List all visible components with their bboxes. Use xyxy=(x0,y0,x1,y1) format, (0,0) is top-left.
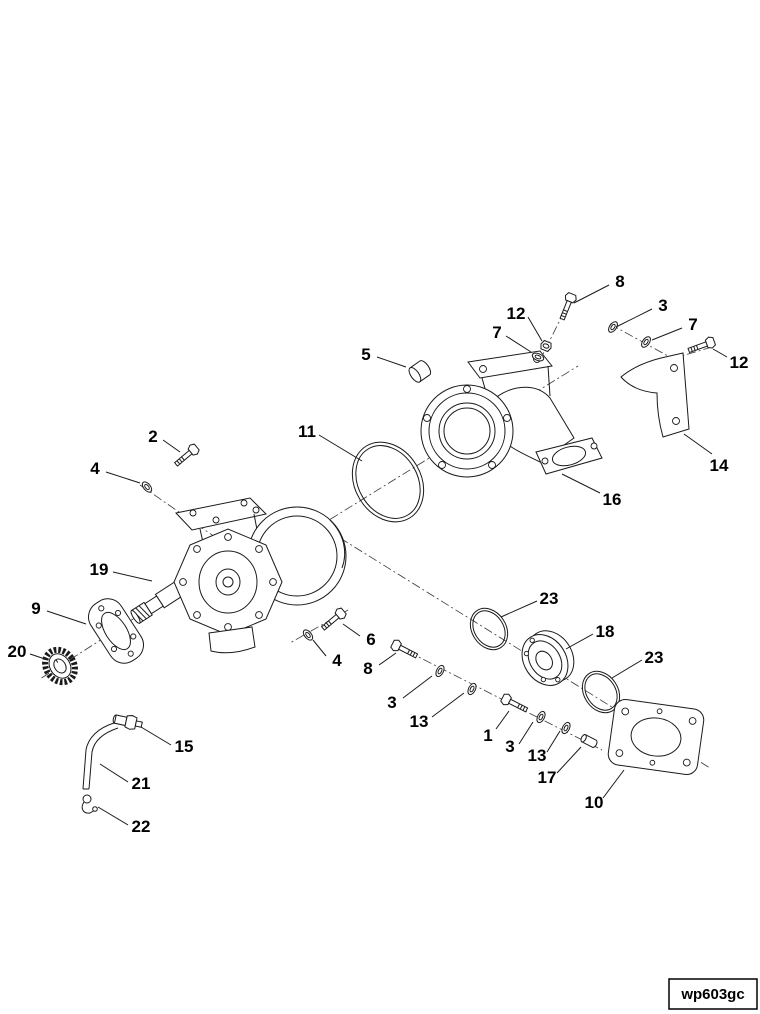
callout-20: 23 xyxy=(645,648,664,667)
callout-18: 4 xyxy=(332,651,342,670)
part-pipe xyxy=(82,722,119,790)
leader-line xyxy=(651,327,683,341)
leader-line xyxy=(376,356,407,368)
callout-19: 8 xyxy=(363,659,372,678)
callout-21: 3 xyxy=(387,693,396,712)
callout-2: 12 xyxy=(507,304,526,323)
part-shaft-gasket xyxy=(88,598,144,664)
part-washer-13-rear xyxy=(559,720,573,736)
callout-1: 3 xyxy=(658,296,667,315)
part-bolt-6 xyxy=(318,606,348,634)
leader-line xyxy=(378,652,397,666)
part-drive-gear xyxy=(42,646,78,686)
part-plug xyxy=(408,360,432,383)
leader-line xyxy=(318,434,363,462)
leader-line xyxy=(518,721,534,745)
leader-line xyxy=(546,730,561,753)
callout-25: 3 xyxy=(505,737,514,756)
leader-line xyxy=(342,623,361,637)
part-washer-7-right xyxy=(639,334,653,350)
callout-labels: 8 3 12 7 7 12 5 14 2 11 4 16 19 9 23 20 … xyxy=(8,272,749,836)
callout-10: 4 xyxy=(90,459,100,478)
leader-line xyxy=(112,571,153,582)
leader-line xyxy=(683,433,713,455)
leader-line xyxy=(402,675,433,699)
drawing-code-text: wp603gc xyxy=(680,986,744,1003)
leader-line xyxy=(105,471,141,484)
part-bolt-8-mid xyxy=(389,637,420,662)
part-washer-3-mid xyxy=(433,663,447,679)
callout-12: 19 xyxy=(90,560,109,579)
part-bolt-1 xyxy=(499,691,530,716)
part-washer-4-left xyxy=(140,479,154,495)
callout-13: 9 xyxy=(31,599,40,618)
drawing-code-border xyxy=(668,978,758,1010)
part-fitting xyxy=(112,714,143,730)
callout-6: 5 xyxy=(361,345,370,364)
part-bracket xyxy=(620,352,690,438)
parts-layer xyxy=(42,291,717,814)
leader-line xyxy=(99,763,129,783)
part-outlet-housing xyxy=(420,350,603,478)
leader-line xyxy=(565,633,594,650)
part-gasket-plate xyxy=(607,698,705,776)
centerline-axes xyxy=(39,295,713,769)
leader-line xyxy=(611,659,643,679)
leader-line xyxy=(561,473,601,494)
axis-top-fasteners-right xyxy=(609,323,669,357)
callout-7: 14 xyxy=(710,456,729,475)
leader-line xyxy=(505,335,532,353)
callout-17: 6 xyxy=(366,630,375,649)
callout-14: 23 xyxy=(540,589,559,608)
part-washer-13-mid xyxy=(465,681,479,697)
callout-23: 1 xyxy=(483,726,492,745)
leader-line xyxy=(140,726,172,746)
leader-line xyxy=(46,610,87,625)
leader-line xyxy=(29,653,49,661)
callout-5: 12 xyxy=(730,353,749,372)
leader-line xyxy=(556,746,582,774)
callout-28: 21 xyxy=(132,774,151,793)
part-oring-small-front xyxy=(462,600,516,658)
callout-30: 22 xyxy=(132,817,151,836)
leader-line xyxy=(312,639,327,657)
callout-15: 20 xyxy=(8,642,27,661)
part-bolt-8-top xyxy=(556,291,579,322)
callout-0: 8 xyxy=(615,272,624,291)
leader-line xyxy=(573,284,610,304)
callout-16: 18 xyxy=(596,622,615,641)
part-bolt-2 xyxy=(171,442,201,470)
callout-11: 16 xyxy=(603,490,622,509)
callout-27: 17 xyxy=(538,768,557,787)
leader-line xyxy=(431,692,465,718)
part-stud-17 xyxy=(579,733,599,749)
leader-line xyxy=(602,769,625,799)
leader-line xyxy=(500,600,538,618)
callout-29: 10 xyxy=(585,793,604,812)
callout-4: 7 xyxy=(688,315,697,334)
part-washer-3-top xyxy=(606,319,620,335)
leader-line xyxy=(615,308,653,328)
part-water-pump-body xyxy=(173,497,347,654)
callout-22: 13 xyxy=(410,712,429,731)
part-oring-large xyxy=(351,441,425,523)
leader-line xyxy=(712,348,728,358)
callout-3: 7 xyxy=(492,323,501,342)
leader-line xyxy=(162,439,181,453)
part-washer-3-rear xyxy=(534,709,548,725)
callout-8: 2 xyxy=(148,427,157,446)
axis-small-bolt xyxy=(289,609,349,644)
part-clip xyxy=(81,794,98,814)
drawing-code-box: wp603gc xyxy=(668,978,758,1010)
part-nut-12-left xyxy=(538,339,554,353)
callout-24: 15 xyxy=(175,737,194,756)
leader-line xyxy=(495,710,510,730)
leader-line xyxy=(97,806,129,826)
callout-26: 13 xyxy=(528,746,547,765)
leader-lines xyxy=(29,284,728,826)
callout-9: 11 xyxy=(298,422,316,441)
leader-line xyxy=(527,316,543,342)
part-rear-cover xyxy=(521,630,575,686)
